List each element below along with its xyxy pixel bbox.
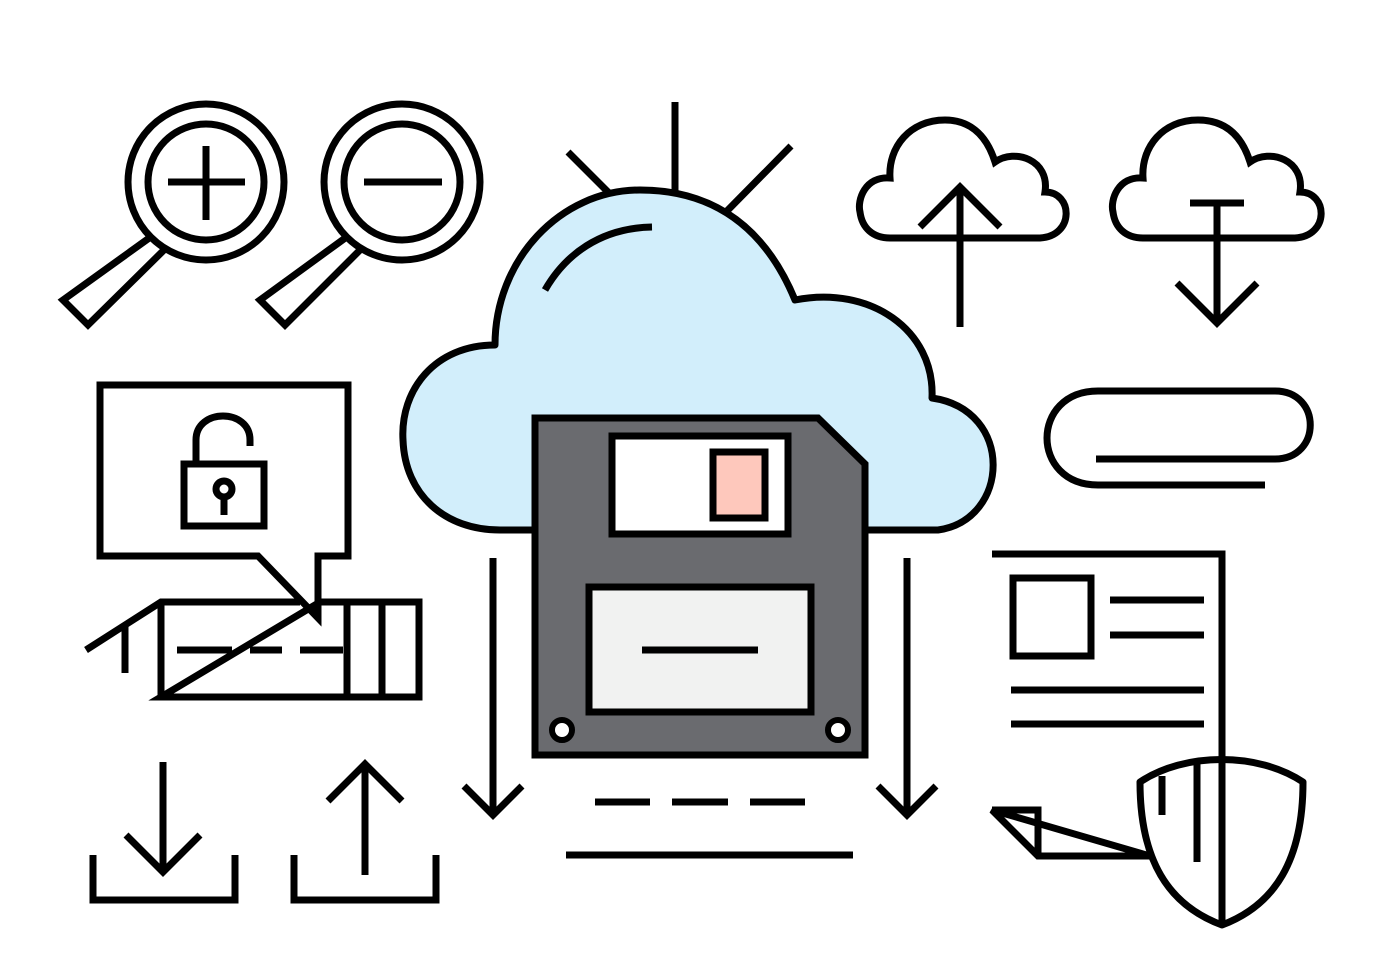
document-icon — [989, 550, 1226, 860]
cloud-download-icon — [1108, 116, 1325, 328]
broadcast-rays-icon — [565, 102, 794, 217]
floppy-disk-icon — [531, 414, 869, 759]
cloud-upload-icon — [855, 116, 1070, 327]
speech-bubble-icon — [96, 381, 352, 627]
arrow-down-icon — [461, 558, 939, 820]
tray-download-icon — [89, 762, 239, 904]
tray-upload-icon — [290, 759, 440, 904]
unlock-icon — [180, 412, 268, 530]
icon-illustration — [57, 100, 1325, 929]
zoom-in-icon — [57, 100, 288, 330]
dashed-lines-icon — [566, 798, 853, 859]
zoom-out-icon — [254, 100, 484, 330]
paperclip-icon — [1043, 387, 1314, 489]
shield-icon — [1136, 756, 1307, 929]
pencil-icon — [84, 598, 423, 701]
